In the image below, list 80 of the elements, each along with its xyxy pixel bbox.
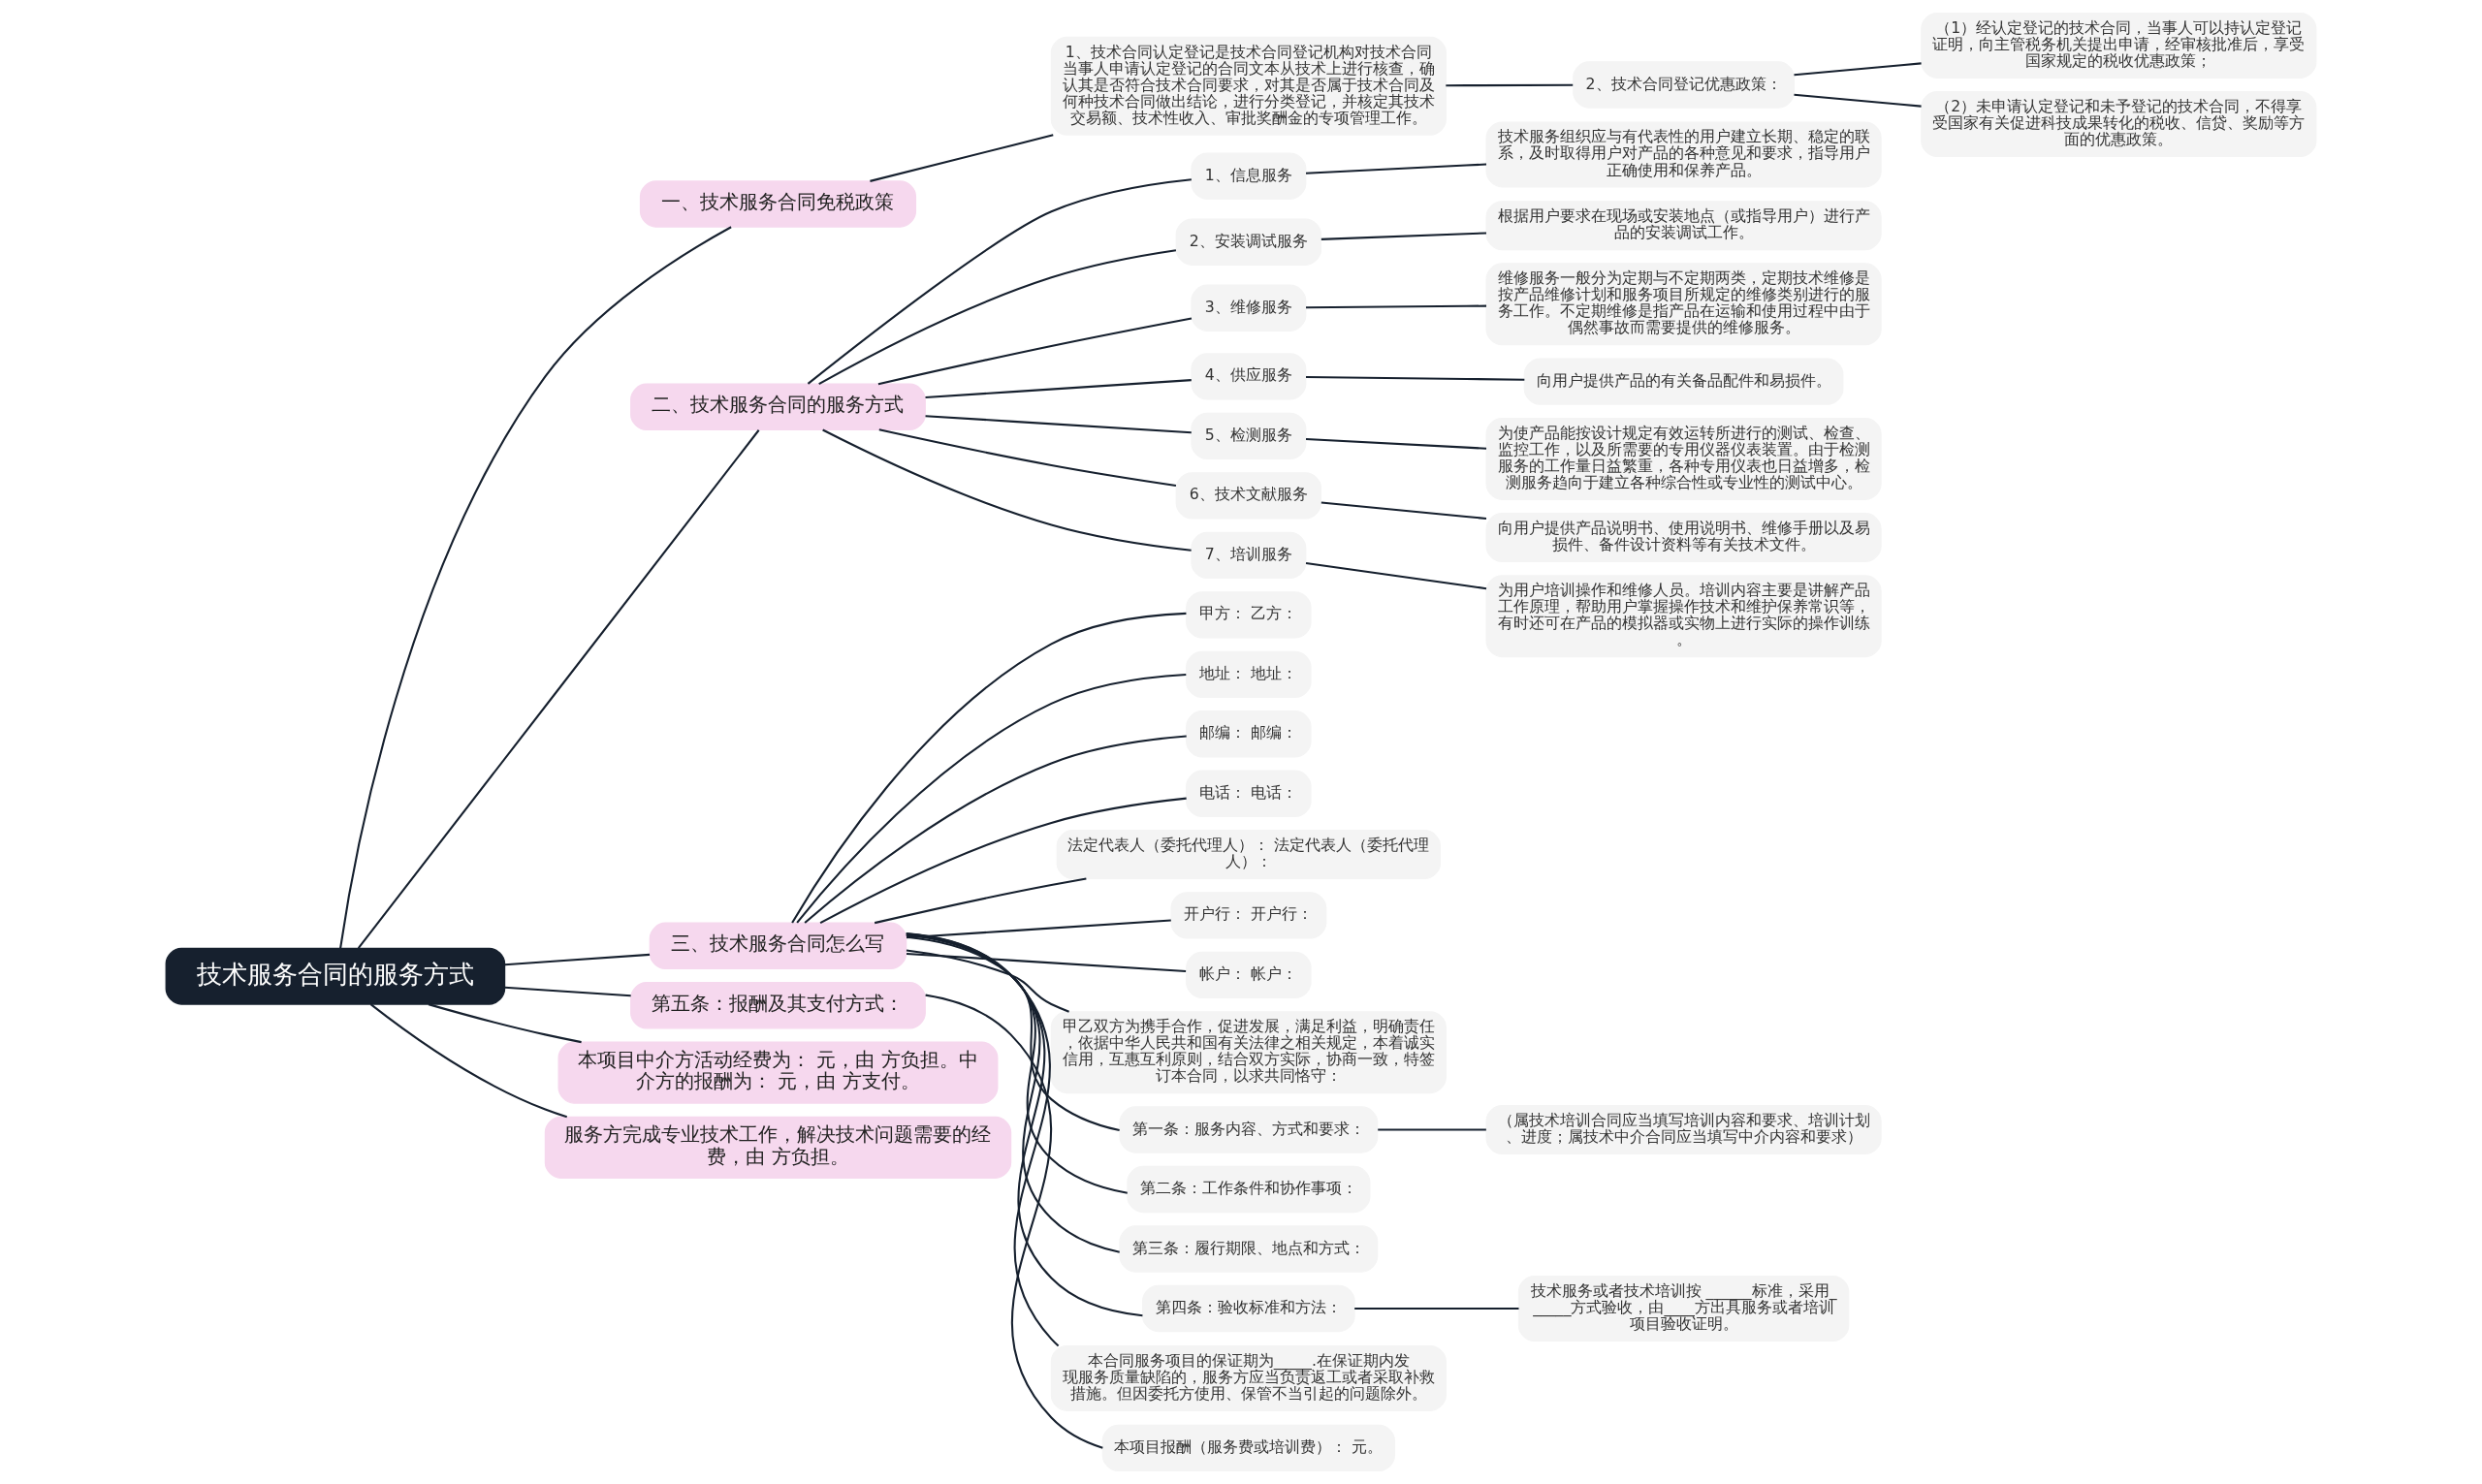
node-box: 开户行： 开户行： — [1170, 892, 1327, 939]
node-box: 3、维修服务 — [1191, 284, 1307, 332]
node-box: 2、技术合同登记优惠政策： — [1573, 61, 1796, 109]
node-box: 第三条：履行期限、地点和方式： — [1119, 1225, 1379, 1273]
connector — [907, 952, 1187, 972]
connector — [796, 673, 1187, 924]
connector — [807, 178, 1192, 385]
node-box: 法定代表人（委托代理人）： 法定代表人（委托代理人）： — [1056, 830, 1442, 880]
node-box: 一、技术服务合同免税政策 — [639, 180, 917, 228]
node-box: 4、供应服务 — [1191, 353, 1307, 400]
node-box: 本合同服务项目的保证期为_____.在保证期内发现服务质量缺陷的，服务方应当负责返工或者采取补救措施。但因委托方使用、保管不当引起的问题除外。 — [1050, 1344, 1447, 1411]
node-box: 7、培训服务 — [1191, 531, 1307, 580]
node-box: 向用户提供产品说明书、使用说明书、维修手册以及易损件、备件设计资料等有关技术文件。 — [1485, 513, 1882, 563]
connector — [1354, 1307, 1519, 1310]
node-box: （属技术培训合同应当填写培训内容和要求、培训计划、进度；属技术中介合同应当填写中介内容和要求） — [1485, 1105, 1882, 1154]
connector — [818, 249, 1177, 385]
node-box: 第五条：报酬及其支付方式： — [630, 982, 926, 1029]
connector — [877, 317, 1193, 386]
connector — [1446, 83, 1574, 87]
connector — [874, 877, 1087, 925]
connector — [907, 935, 1120, 1132]
node-box: 为用户培训操作和维修人员。培训内容主要是讲解产品工作原理，帮助用户掌握操作技术和维护保养常识等，有时还可在产品的模拟器或实物上进行实际的操作训练。 — [1485, 575, 1882, 658]
node-box: 三、技术服务合同怎么写 — [649, 922, 907, 969]
connector — [357, 429, 760, 949]
connector — [428, 1003, 582, 1044]
connector — [504, 986, 631, 997]
node-box: 地址： 地址： — [1186, 650, 1312, 699]
node-box: 1、技术合同认定登记是技术合同登记机构对技术合同当事人申请认定登记的合同文本从技术上进行核查，确认其是否符合技术合同要求，对其是否属于技术合同及何种技术合同做出结论，进行分类登记，并核定其技术交易额、技术性收入、审批奖酬金的专项管理工作。 — [1050, 36, 1447, 136]
connector — [1321, 501, 1487, 520]
connector — [925, 994, 1103, 1449]
connector — [804, 735, 1187, 924]
node-box: 技术服务合同的服务方式 — [165, 947, 506, 1005]
node-box: 邮编： 邮编： — [1186, 710, 1312, 758]
node-box: 二、技术服务合同的服务方式 — [630, 383, 926, 430]
node-box: 服务方完成专业技术工作，解决技术问题需要的经费，由 方负担。 — [544, 1116, 1012, 1179]
connector — [906, 931, 1060, 1347]
node-box: 技术服务组织应与有代表性的用户建立长期、稳定的联系，及时取得用户对产品的各种意见和要求，指导用户正确使用和保养产品。 — [1485, 121, 1882, 188]
connector — [1306, 376, 1525, 381]
node-box: 电话： 电话： — [1186, 770, 1312, 817]
connector — [1305, 561, 1487, 590]
connector — [339, 226, 732, 949]
connector — [819, 797, 1187, 925]
node-box: （2）未申请认定登记和未予登记的技术合同，不得享受国家有关促进科技成果转化的税收、信贷、奖励等方面的优惠政策。 — [1921, 91, 2317, 158]
node-box: 第一条：服务内容、方式和要求： — [1119, 1106, 1379, 1153]
connector — [1305, 163, 1487, 174]
connector — [1305, 437, 1487, 450]
node-box: 向用户提供产品的有关备品配件和易损件。 — [1523, 358, 1844, 405]
connector — [906, 933, 1128, 1194]
connector — [906, 932, 1120, 1253]
connector — [870, 134, 1054, 182]
node-box: 甲方： 乙方： — [1186, 591, 1312, 639]
connector — [925, 379, 1192, 399]
node-box: 1、信息服务 — [1191, 152, 1307, 200]
connector — [822, 428, 1192, 552]
connector — [1321, 232, 1487, 240]
connector — [925, 415, 1192, 434]
connector — [791, 612, 1187, 924]
node-box: 技术服务或者技术培训按 ______标准，采用______方式验收，由____方出具服务或者培训项目验收证明。 — [1517, 1275, 1850, 1342]
connector — [906, 949, 1069, 1013]
node-box: 为使产品能按设计规定有效运转所进行的测试、检查、监控工作，以及所需要的专用仪器仪表装置。由于检测服务的工作量日益繁重，各种专用仪表也日益增多，检测服务趋向于建立各种综合性或专业性的测试中心。 — [1485, 417, 1882, 500]
node-box: 维修服务一般分为定期与不定期两类，定期技术维修是按产品维修计划和服务项目所规定的维修类别进行的服务工作。不定期维修是指产品在运输和使用过程中由于偶然事故而需要提供的维修服务。 — [1485, 263, 1882, 346]
connector — [369, 1003, 568, 1119]
connector — [1794, 62, 1922, 77]
connector — [878, 428, 1177, 487]
node-box: 本项目报酬（服务费或培训费）： 元。 — [1101, 1424, 1395, 1472]
node-box: 甲乙双方为携手合作，促进发展，满足利益，明确责任，依据中华人民共和国有关法律之相关规定，本着诚实信用，互惠互利原则，结合双方实际，协商一致，特签订本合同，以求共同恪守： — [1050, 1011, 1447, 1094]
connector — [1306, 304, 1487, 309]
node-box: 6、技术文献服务 — [1175, 472, 1322, 520]
node-box: 第二条：工作条件和协作事项： — [1127, 1165, 1371, 1214]
node-box: 帐户： 帐户： — [1186, 951, 1312, 999]
node-box: 5、检测服务 — [1191, 412, 1307, 460]
connector — [1378, 1128, 1486, 1131]
node-box: 第四条：验收标准和方法： — [1141, 1284, 1355, 1333]
connector — [1794, 93, 1922, 108]
connector — [504, 953, 651, 966]
node-box: 根据用户要求在现场或安装地点（或指导用户）进行产品的安装调试工作。 — [1485, 201, 1882, 251]
node-box: （1）经认定登记的技术合同，当事人可以持认定登记证明，向主管税务机关提出申请，经审核批准后，享受国家规定的税收优惠政策； — [1921, 12, 2317, 79]
node-box: 2、安装调试服务 — [1175, 218, 1322, 266]
node-box: 本项目中介方活动经费为： 元，由 方负担。中介方的报酬为： 元，由 方支付。 — [557, 1041, 999, 1104]
connector — [906, 932, 1143, 1317]
